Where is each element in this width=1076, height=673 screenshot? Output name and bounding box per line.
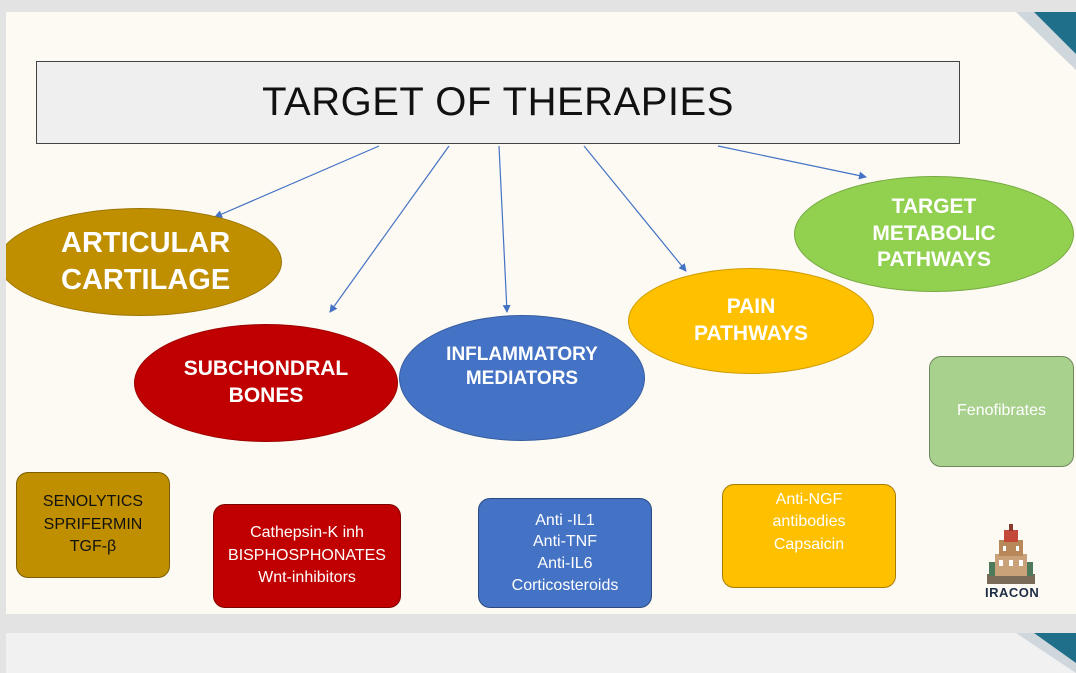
therapy-item: Anti-IL6	[537, 555, 593, 572]
category-label-line: PATHWAYS	[694, 322, 808, 345]
therapy-item: Cathepsin-K inh	[250, 524, 364, 542]
therapy-box-subchondral: Cathepsin-K inh BISPHOSPHONATES Wnt-inhi…	[213, 504, 401, 608]
therapy-item: Anti-NGF	[775, 491, 843, 508]
category-label-line: BONES	[228, 384, 304, 407]
category-inflammatory-mediators: INFLAMMATORY MEDIATORS	[399, 315, 645, 441]
category-pain-pathways: PAIN PATHWAYS	[628, 268, 874, 374]
category-label-line: SUBCHONDRAL	[183, 357, 349, 381]
therapy-item: BISPHOSPHONATES	[228, 546, 386, 564]
therapy-item: SENOLYTICS	[42, 493, 144, 511]
category-label-line: CARTILAGE	[61, 264, 231, 296]
iracon-logo	[987, 524, 1035, 584]
therapy-item: Capsaicin	[773, 535, 845, 553]
title-box: TARGET OF THERAPIES	[36, 61, 960, 144]
logo-text: IRACON	[985, 585, 1040, 600]
therapy-box-articular: SENOLYTICS SPRIFERMIN TGF-β	[16, 472, 170, 578]
therapy-item: Anti -IL1	[535, 511, 595, 529]
arrow-to-subchondral	[329, 145, 450, 313]
therapy-item: antibodies	[772, 513, 846, 531]
next-slide-preview	[6, 633, 1076, 673]
category-label-line: TARGET	[891, 194, 977, 218]
corner-decoration	[1016, 633, 1076, 673]
category-label-line: PATHWAYS	[877, 248, 991, 272]
category-subchondral-bones: SUBCHONDRAL BONES	[134, 324, 398, 442]
therapy-box-inflammatory: Anti -IL1 Anti-TNF Anti-IL6 Corticostero…	[478, 498, 652, 608]
arrow-to-metabolic	[717, 145, 867, 180]
category-target-metabolic-pathways: TARGET METABOLIC PATHWAYS	[794, 176, 1074, 292]
category-label-line: INFLAMMATORY	[446, 343, 598, 365]
therapy-box-pain: Anti-NGF antibodies Capsaicin	[722, 484, 896, 588]
category-label-line: MEDIATORS	[465, 368, 579, 389]
therapy-item: Fenofibrates	[957, 402, 1046, 420]
page-title: TARGET OF THERAPIES	[262, 80, 734, 124]
therapy-item: Corticosteroids	[511, 576, 619, 594]
slide: TARGET OF THERAPIES ARTICULAR CARTILAGE …	[6, 12, 1076, 614]
arrow-to-articular	[214, 145, 380, 218]
category-label-line: METABOLIC	[872, 221, 996, 245]
therapy-item: Anti-TNF	[533, 533, 597, 551]
corner-decoration	[1016, 12, 1076, 70]
therapy-item: TGF-β	[69, 538, 117, 556]
category-label-line: ARTICULAR	[61, 226, 231, 259]
therapy-box-metabolic: Fenofibrates	[929, 356, 1074, 467]
category-label-line: PAIN	[726, 295, 776, 319]
connector-arrows	[214, 145, 867, 313]
arrow-to-pain	[583, 145, 687, 272]
therapy-item: Wnt-inhibitors	[258, 569, 356, 587]
therapy-item: SPRIFERMIN	[43, 515, 143, 533]
category-articular-cartilage: ARTICULAR CARTILAGE	[6, 208, 282, 316]
arrow-to-inflammatory	[498, 145, 511, 313]
